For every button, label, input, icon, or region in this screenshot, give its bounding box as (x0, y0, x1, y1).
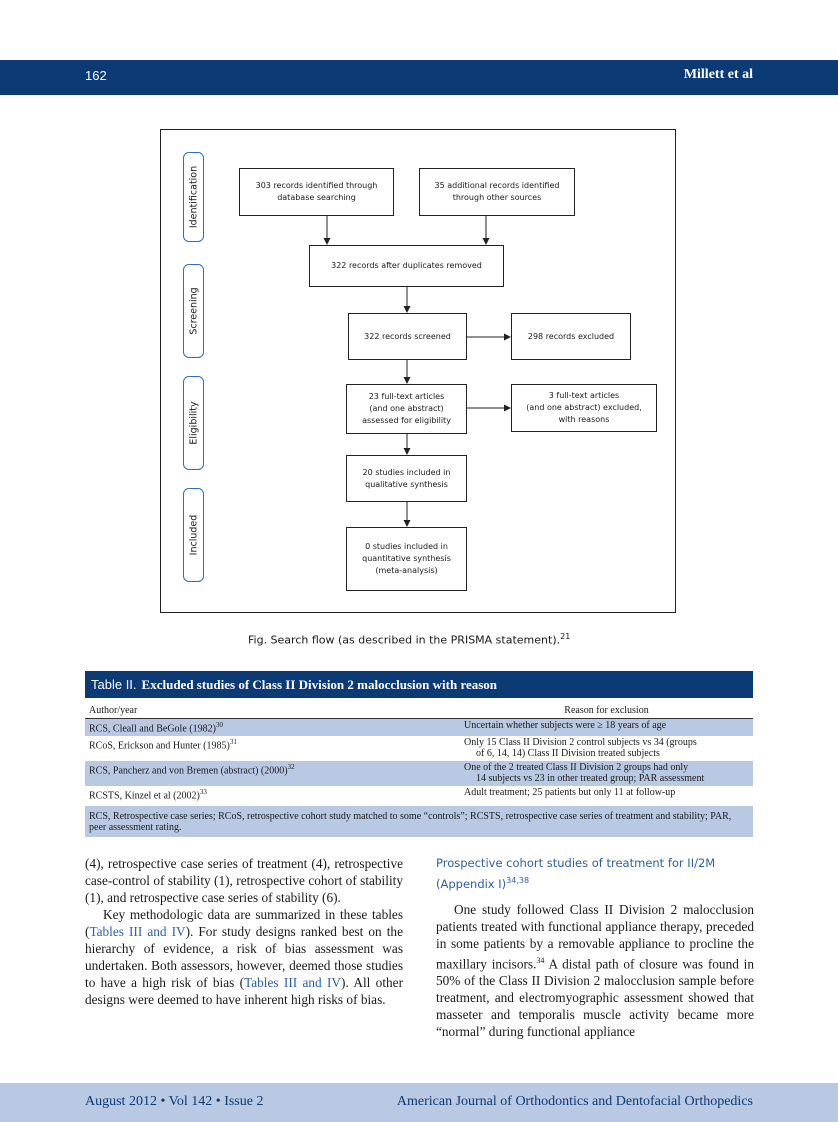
page-number: 162 (85, 68, 107, 83)
issue-info: August 2012 • Vol 142 • Issue 2 (85, 1094, 264, 1109)
box-records-excluded: 298 records excluded (511, 313, 631, 360)
caption-reference: 21 (560, 632, 571, 641)
box-fulltext-assessed: 23 full-text articles (and one abstract)… (346, 384, 467, 434)
paragraph: Key methodologic data are summarized in … (85, 907, 404, 1007)
running-authors: Millett et al (683, 67, 753, 82)
table-label: Table II. (91, 677, 137, 692)
table-excluded-studies: Table II. Excluded studies of Class II D… (85, 671, 753, 837)
journal-name: American Journal of Orthodontics and Den… (396, 1094, 753, 1109)
table-title-bar: Table II. Excluded studies of Class II D… (85, 671, 753, 698)
box-additional-records: 35 additional records identified through… (419, 168, 575, 216)
table-reference-link[interactable]: Tables III and IV (244, 975, 342, 990)
citation: 34 (536, 955, 545, 965)
paragraph: (4), retrospective case series of treatm… (85, 856, 403, 905)
box-records-screened: 322 records screened (348, 313, 467, 360)
stage-eligibility: Eligibility (183, 376, 204, 470)
section-subheading: Prospective cohort studies of treatment … (436, 856, 716, 891)
table-header-row: Author/year Reason for exclusion (85, 698, 753, 719)
stage-included: Included (183, 488, 204, 582)
table-row: RCS, Cleall and BeGole (1982)30 Uncertai… (85, 719, 753, 736)
stage-identification: Identification (183, 152, 204, 242)
running-header: 162 Millett et al (0, 60, 838, 95)
table-reference-link[interactable]: Tables III and IV (89, 924, 186, 939)
paragraph: One study followed Class II Division 2 m… (436, 901, 754, 1040)
col-header-reason: Reason for exclusion (564, 705, 649, 716)
table-row: RCS, Pancherz and von Bremen (abstract) … (85, 760, 753, 786)
table-title: Excluded studies of Class II Division 2 … (141, 676, 498, 692)
body-column-right: Prospective cohort studies of treatment … (436, 855, 754, 1040)
stage-screening: Screening (183, 264, 204, 358)
running-footer: August 2012 • Vol 142 • Issue 2 American… (0, 1083, 838, 1122)
col-header-author: Author/year (89, 705, 138, 716)
box-database-records: 303 records identified through database … (239, 168, 394, 216)
figure-caption: Fig. Search flow (as described in the PR… (248, 632, 571, 647)
box-after-duplicates: 322 records after duplicates removed (309, 245, 504, 287)
box-quantitative-synthesis: 0 studies included in quantitative synth… (346, 527, 467, 591)
table-footnote: RCS, Retrospective case series; RCoS, re… (85, 805, 753, 837)
box-qualitative-synthesis: 20 studies included in qualitative synth… (346, 455, 467, 502)
table-row: RCSTS, Kinzel et al (2002)33 Adult treat… (89, 786, 676, 802)
body-column-left: (4), retrospective case series of treatm… (85, 855, 403, 1008)
table-row: RCoS, Erickson and Hunter (1985)31 Only … (89, 736, 697, 760)
box-fulltext-excluded: 3 full-text articles (and one abstract) … (511, 384, 657, 432)
